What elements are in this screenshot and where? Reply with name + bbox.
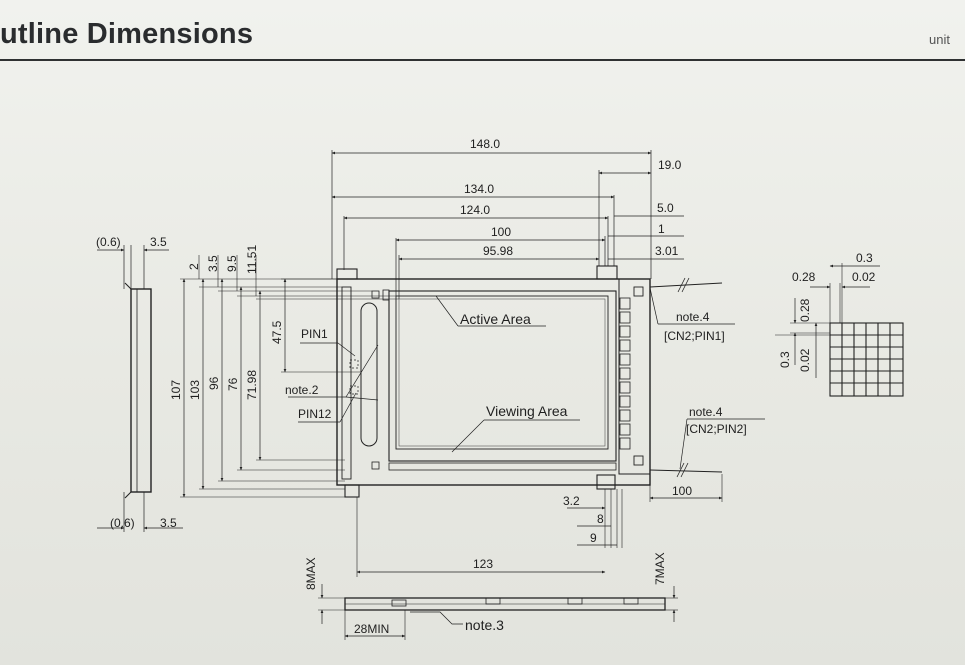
pixel-detail-dimensions: 0.3 0.28 0.02 0.28 0.3 0.02 xyxy=(778,251,876,372)
side-view-dimensions: (0.6) 3.5 (0.6) 3.5 xyxy=(96,235,177,530)
dim-9: 9 xyxy=(590,531,597,545)
module-frame xyxy=(336,278,651,486)
note3-label: note.3 xyxy=(465,617,504,633)
title-rule xyxy=(0,59,965,61)
dim-8max: 8MAX xyxy=(304,557,318,590)
side-view-body xyxy=(130,288,152,493)
dim-0-28-left: 0.28 xyxy=(798,298,812,322)
connector-slot xyxy=(360,302,378,447)
mounting-tab xyxy=(596,265,618,280)
dim-0-6-bottom: (0.6) xyxy=(110,516,135,530)
note2-label: note.2 xyxy=(285,383,319,397)
dim-9-5: 9.5 xyxy=(225,255,239,272)
dim-71-98: 71.98 xyxy=(245,370,259,400)
pin1-label: PIN1 xyxy=(301,327,328,341)
dim-11-51: 11.51 xyxy=(245,245,259,274)
top-view xyxy=(180,150,765,577)
dim-7max: 7MAX xyxy=(653,552,667,585)
dim-0-02-top: 0.02 xyxy=(852,270,876,284)
dim-1: 1 xyxy=(658,222,665,236)
pin12-label: PIN12 xyxy=(298,407,332,421)
dim-19: 19.0 xyxy=(658,158,682,172)
dim-3-2: 3.2 xyxy=(563,494,580,508)
dim-3-01: 3.01 xyxy=(655,244,679,258)
dim-0-02-left: 0.02 xyxy=(798,348,812,372)
dim-134: 134.0 xyxy=(464,182,494,196)
mounting-tab xyxy=(596,474,616,490)
dim-148: 148.0 xyxy=(470,137,500,151)
dim-123: 123 xyxy=(473,557,493,571)
dim-95-98: 95.98 xyxy=(483,244,513,258)
dim-76: 76 xyxy=(226,377,240,391)
dim-cable-100: 100 xyxy=(672,484,692,498)
viewing-area-label: Viewing Area xyxy=(486,403,568,419)
page-title: utline Dimensions xyxy=(0,18,254,50)
side-view xyxy=(97,245,183,532)
note4-cn2-pin1-label: note.4 xyxy=(676,310,710,324)
bottom-view xyxy=(318,584,678,640)
active-area-label: Active Area xyxy=(460,311,531,327)
dim-0-3-top: 0.3 xyxy=(856,251,873,265)
top-view-dimensions: 148.0 19.0 134.0 124.0 5.0 100 1 95.98 3… xyxy=(169,137,692,571)
lcd-glass xyxy=(388,290,617,462)
dim-8: 8 xyxy=(597,512,604,526)
dim-100: 100 xyxy=(491,225,511,239)
unit-label: unit xyxy=(929,32,950,47)
dim-103: 103 xyxy=(188,380,202,400)
active-area xyxy=(398,298,606,447)
dim-5: 5.0 xyxy=(657,201,674,215)
dim-3-5-bottom: 3.5 xyxy=(160,516,177,530)
dim-2: 2 xyxy=(187,263,201,270)
dim-0-6-top: (0.6) xyxy=(96,235,121,249)
note4-cn2-pin2-label: note.4 xyxy=(689,405,723,419)
dim-28min: 28MIN xyxy=(354,622,389,636)
connector-pins xyxy=(619,297,631,450)
bottom-view-dimensions: 8MAX 7MAX 28MIN note.3 xyxy=(304,552,667,636)
viewing-area xyxy=(395,295,609,450)
dim-3-5-v: 3.5 xyxy=(206,255,220,272)
dim-96: 96 xyxy=(207,376,221,390)
dim-0-3-left: 0.3 xyxy=(778,351,792,368)
dim-3-5-top: 3.5 xyxy=(150,235,167,249)
cn2-pin2-label: [CN2;PIN2] xyxy=(686,422,747,436)
mounting-tab xyxy=(344,484,360,498)
dim-47-5: 47.5 xyxy=(270,320,284,344)
dim-107: 107 xyxy=(169,380,183,400)
cn2-pin1-label: [CN2;PIN1] xyxy=(664,329,725,343)
dim-124: 124.0 xyxy=(460,203,490,217)
dim-0-28-top: 0.28 xyxy=(792,270,816,284)
top-view-labels: Active Area Viewing Area PIN1 note.2 PIN… xyxy=(285,310,747,436)
pixel-grid xyxy=(829,322,904,397)
pixel-detail xyxy=(775,263,904,397)
mounting-tab xyxy=(336,268,358,280)
